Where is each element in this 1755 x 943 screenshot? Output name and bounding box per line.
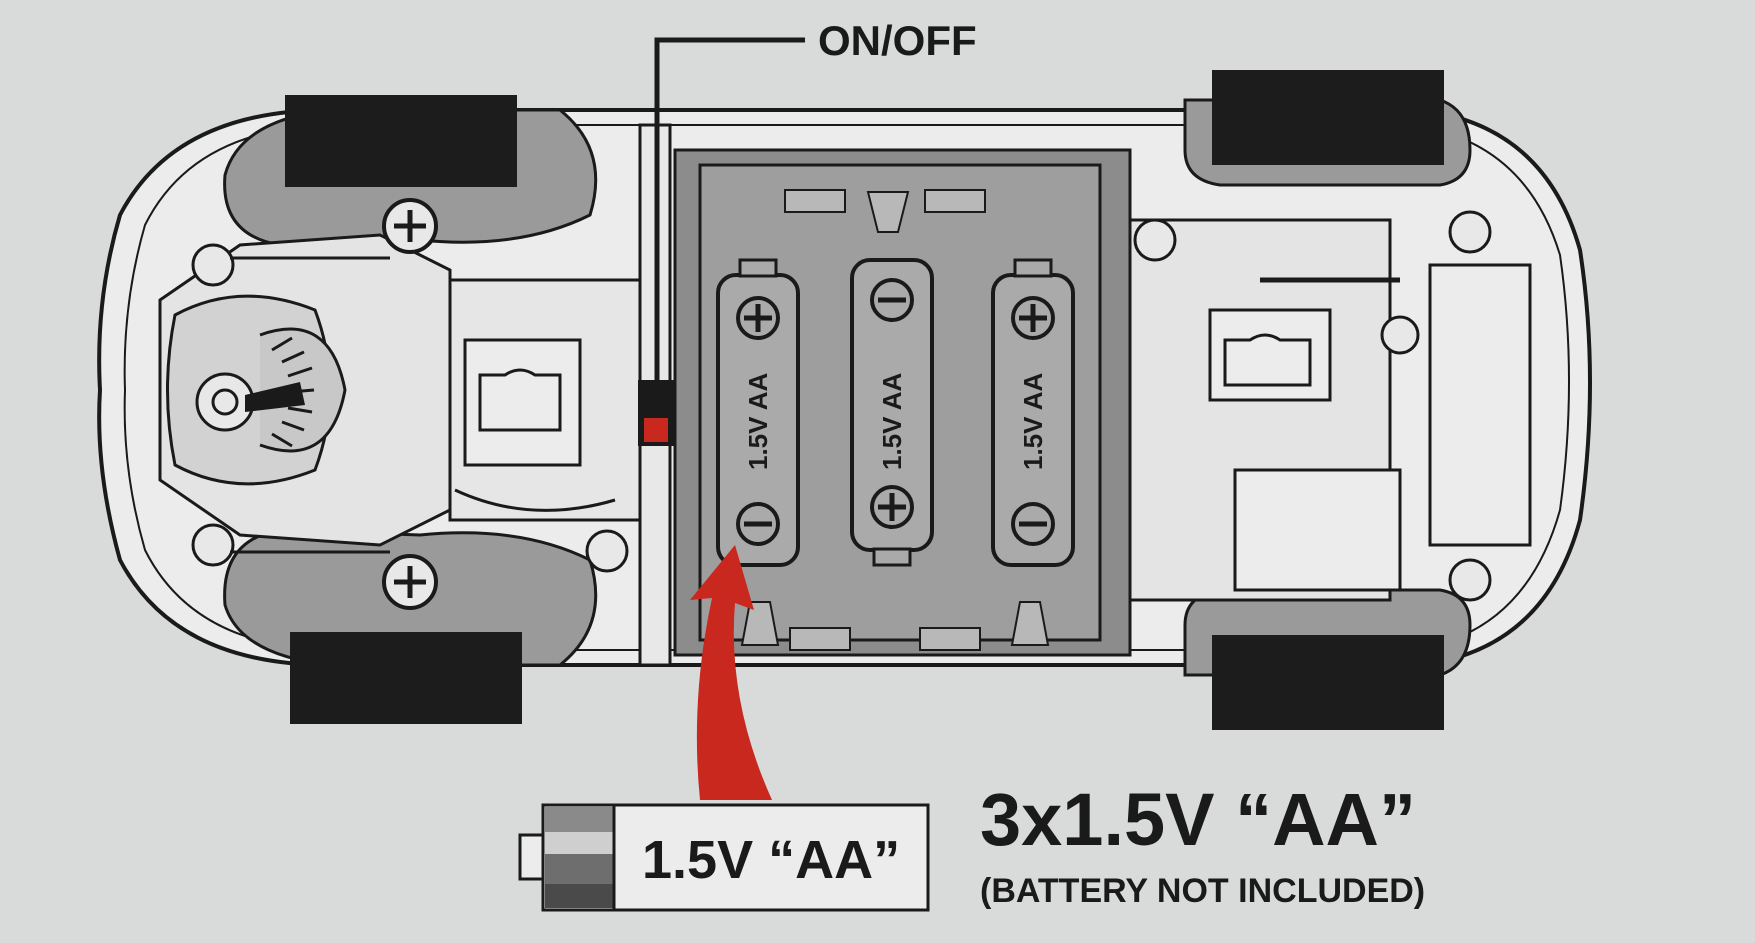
rear-lower-panel [1233, 468, 1402, 592]
spring-top [866, 191, 910, 233]
rear-left-pin [1448, 210, 1492, 254]
spring-bottom-1 [740, 601, 780, 646]
rear-bumper-block [1428, 263, 1532, 547]
mid-chassis-clip [478, 368, 562, 432]
steering-lever [245, 382, 305, 412]
steering-pivot-inner [211, 388, 239, 416]
contact-bottom-2 [919, 627, 981, 651]
cell-3-label: 1.5V AA [1018, 372, 1048, 470]
mid-chassis-screw [585, 529, 629, 573]
mid-chassis-lower-curve [454, 488, 616, 512]
battery-cell-1: 1.5V AA [716, 258, 800, 567]
cell-1-label: 1.5V AA [743, 372, 773, 470]
battery-icon-band-2 [545, 832, 613, 854]
rear-left-tire [1212, 70, 1444, 165]
front-right-hub-cross [394, 566, 426, 598]
battery-icon-label: 1.5V “AA” [642, 830, 900, 890]
onoff-switch-indicator [644, 418, 668, 442]
cell-3-nub [1013, 258, 1053, 278]
battery-not-included-note: (BATTERY NOT INCLUDED) [980, 872, 1425, 910]
rear-gearbox-clip [1223, 333, 1312, 387]
front-left-tire [285, 95, 517, 187]
contact-bottom-1 [789, 627, 851, 651]
cell-1-plus-sign [744, 304, 772, 332]
front-left-hub-cross [394, 210, 426, 242]
onoff-leader-line [654, 37, 805, 380]
battery-cell-3: 1.5V AA [991, 258, 1075, 567]
cell-3-plus-sign [1019, 304, 1047, 332]
cell-1-nub [738, 258, 778, 278]
battery-icon-band-3 [545, 854, 613, 884]
cell-2-nub [872, 547, 912, 567]
battery-icon-band-1 [545, 807, 613, 832]
spring-bottom-2 [1010, 601, 1050, 646]
rear-right-tire [1212, 635, 1444, 730]
battery-icon-tip [518, 833, 546, 881]
front-right-pin [191, 523, 235, 567]
battery-icon-band-4 [545, 884, 613, 908]
steering-comb [271, 336, 315, 448]
front-left-pin [191, 243, 235, 287]
battery-cell-2: 1.5V AA [850, 258, 934, 567]
cell-2-label: 1.5V AA [877, 372, 907, 470]
aa-battery-icon: 1.5V “AA” [518, 803, 930, 912]
front-right-tire [290, 632, 522, 724]
rear-right-pin [1448, 558, 1492, 602]
battery-requirement: 3x1.5V “AA” [980, 778, 1416, 861]
rear-center-pin [1380, 315, 1420, 355]
battery-insertion-arrow [690, 545, 772, 800]
onoff-label: ON/OFF [818, 17, 977, 64]
cell-2-plus-sign [878, 493, 906, 521]
rear-motor-mount [1133, 218, 1177, 262]
contact-top-1 [784, 189, 846, 213]
contact-top-2 [924, 189, 986, 213]
